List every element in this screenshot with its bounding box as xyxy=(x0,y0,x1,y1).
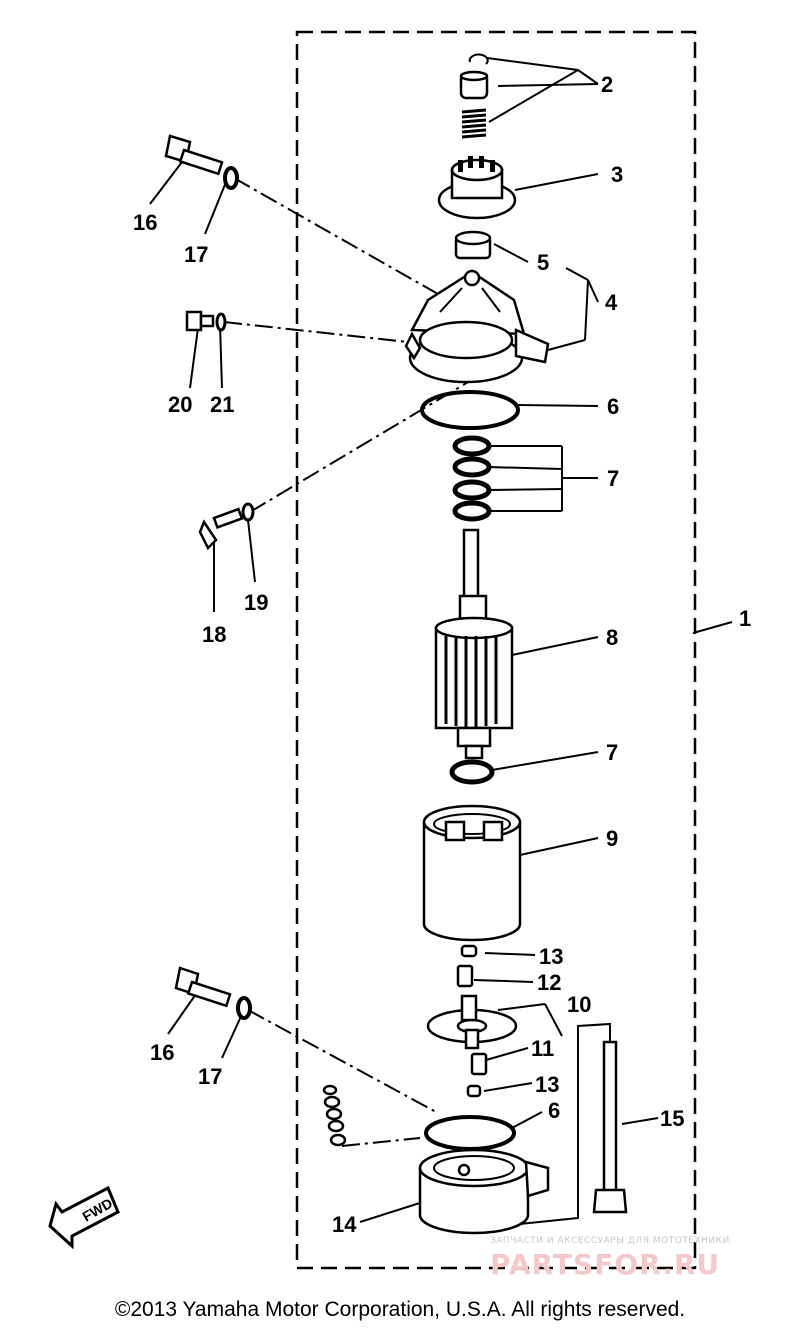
washer-lower xyxy=(236,996,252,1020)
callout-2: 2 xyxy=(601,72,613,97)
alignment-lines xyxy=(223,177,496,1147)
mounting-bolt-upper xyxy=(164,134,224,176)
mounting-bolt-lower xyxy=(174,966,232,1008)
callout-16-upper: 16 xyxy=(133,210,157,235)
callout-7-upper: 7 xyxy=(607,466,619,491)
callout-9: 9 xyxy=(606,826,618,851)
callout-7-lower: 7 xyxy=(606,740,618,765)
callout-13-upper: 13 xyxy=(539,944,563,969)
o-ring-lower xyxy=(424,1115,516,1151)
screw-side xyxy=(198,507,244,551)
callout-15: 15 xyxy=(660,1106,684,1131)
bushing xyxy=(454,230,492,260)
callout-20: 20 xyxy=(168,392,192,417)
washer-side xyxy=(241,502,255,522)
callout-5: 5 xyxy=(537,250,549,275)
callout-17-lower: 17 xyxy=(198,1064,222,1089)
washer-upper xyxy=(223,166,239,190)
brushes-and-springs xyxy=(456,944,488,1098)
callout-11: 11 xyxy=(531,1036,554,1061)
callout-6-lower: 6 xyxy=(548,1098,560,1123)
brush-holder xyxy=(426,994,518,1050)
lock-washer xyxy=(215,312,227,332)
callout-12: 12 xyxy=(537,970,561,995)
callout-13-lower: 13 xyxy=(535,1072,559,1097)
assembly-boundary xyxy=(295,30,697,1270)
callout-3: 3 xyxy=(611,162,623,187)
callout-18: 18 xyxy=(202,622,226,647)
fwd-arrow: FWD xyxy=(48,1185,120,1250)
screw-brush-holder xyxy=(185,310,215,332)
callout-17-upper: 17 xyxy=(184,242,208,267)
pinion-clip-collar-spring xyxy=(459,53,489,139)
callout-1: 1 xyxy=(739,606,751,631)
thrust-washers xyxy=(452,435,492,522)
copyright-notice: ©2013 Yamaha Motor Corporation, U.S.A. A… xyxy=(114,1298,686,1321)
callout-numbers: 2 3 5 4 6 7 1 8 7 9 13 12 10 11 13 6 15 … xyxy=(133,72,751,1237)
callout-19: 19 xyxy=(244,590,268,615)
watermark-logo: PARTSFOR.RU xyxy=(490,1248,721,1281)
leader-lines xyxy=(149,57,733,1226)
callout-14: 14 xyxy=(332,1212,357,1237)
armature xyxy=(434,528,514,760)
callout-16-lower: 16 xyxy=(150,1040,174,1065)
o-ring-upper xyxy=(420,390,520,430)
watermark-tagline: ЗАПЧАСТИ И АКСЕССУАРЫ ДЛЯ МОТОТЕХНИКИ xyxy=(490,1236,730,1246)
callout-8: 8 xyxy=(606,625,618,650)
upper-bracket xyxy=(404,269,550,384)
pinion-gear xyxy=(437,156,517,220)
short-bolt-stack xyxy=(322,1084,347,1147)
callout-6-upper: 6 xyxy=(607,394,619,419)
callout-10: 10 xyxy=(567,992,591,1017)
callout-21: 21 xyxy=(210,392,234,417)
yoke xyxy=(422,804,522,942)
lower-bracket xyxy=(418,1148,550,1235)
through-bolt xyxy=(592,1040,628,1214)
thrust-washer-lower xyxy=(449,759,495,785)
callout-4: 4 xyxy=(605,290,618,315)
